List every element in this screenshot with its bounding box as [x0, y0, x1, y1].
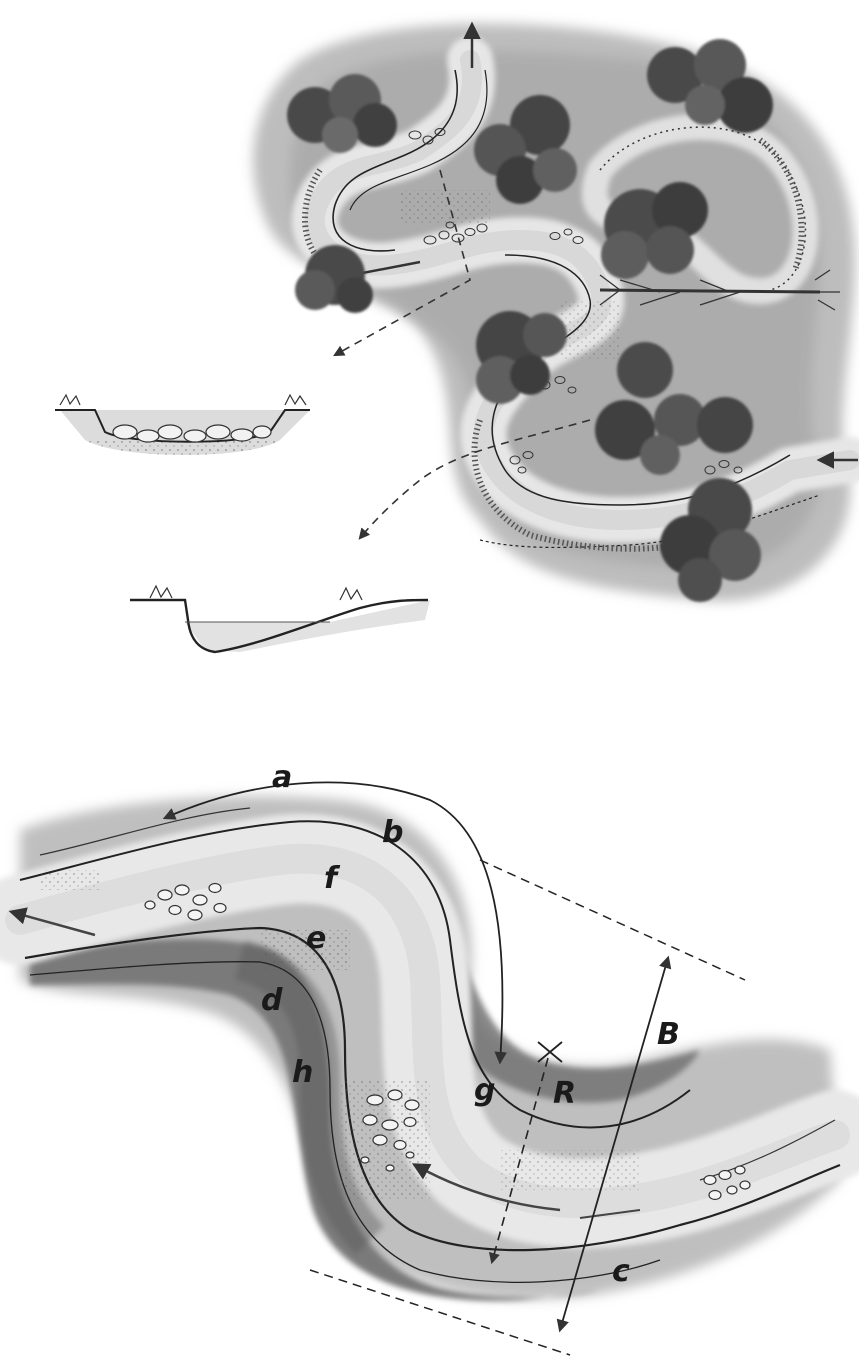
label-b: b [382, 815, 403, 850]
cross-section-pool [130, 586, 430, 652]
meander-diagram: a b f e d h g R B c [12, 760, 840, 1355]
amplitude-guide-top [480, 860, 745, 980]
label-h: h [292, 1055, 313, 1090]
label-c: c [612, 1254, 630, 1289]
label-d: d [261, 983, 283, 1018]
label-e: e [306, 921, 326, 956]
cross-section-riffle [55, 395, 310, 455]
stream-plan-view [253, 24, 858, 602]
label-a: a [272, 760, 292, 795]
label-B: B [657, 1017, 680, 1052]
radius-center-mark [538, 1042, 562, 1062]
label-R: R [553, 1076, 576, 1111]
label-g: g [474, 1073, 495, 1108]
